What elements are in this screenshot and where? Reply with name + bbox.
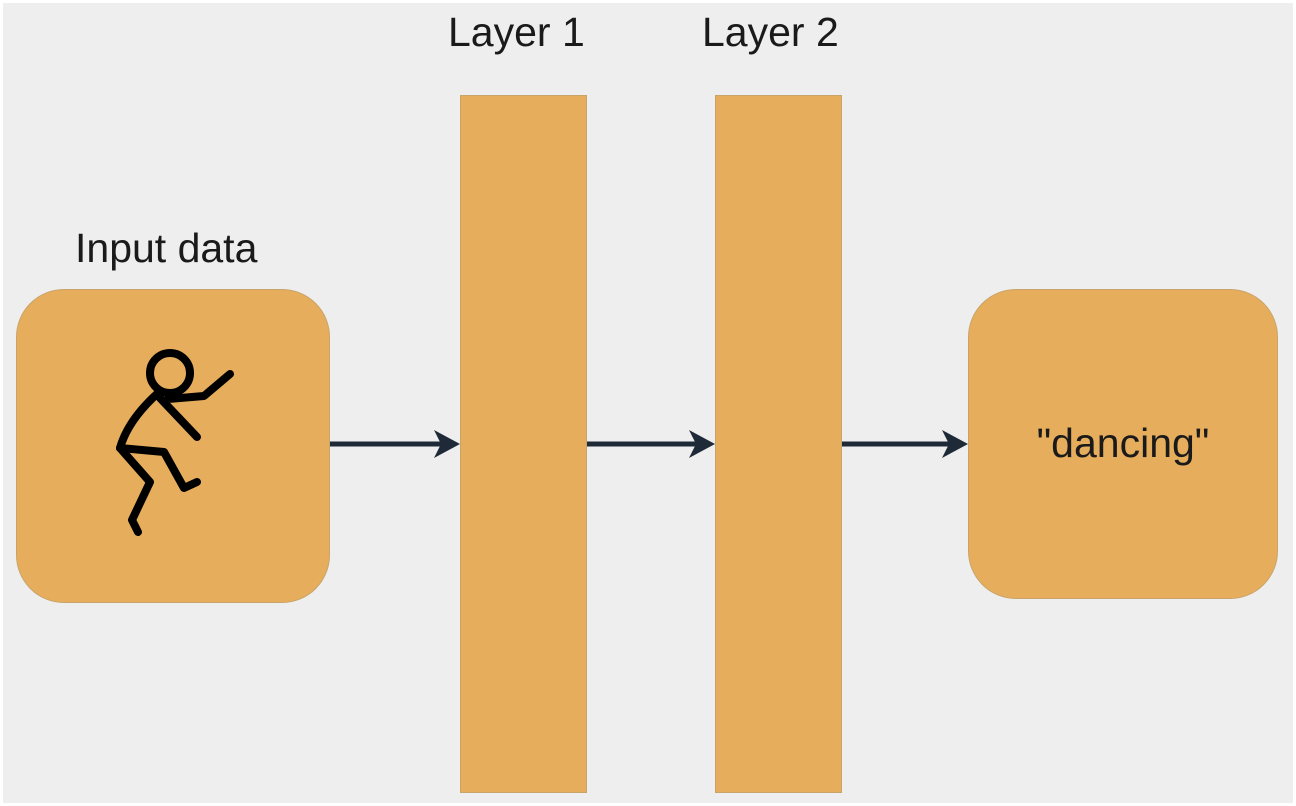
layer-2-block — [715, 95, 842, 793]
arrow-layer-2-to-output — [842, 430, 968, 458]
layer-1-label: Layer 1 — [448, 9, 585, 55]
input-data-label: Input data — [75, 225, 258, 271]
input-data-box — [16, 289, 330, 603]
arrow-layer-1-to-layer-2 — [587, 430, 715, 458]
layer-2-label: Layer 2 — [702, 9, 839, 55]
dancing-stick-figure-icon — [116, 349, 234, 536]
layer-1-block — [460, 95, 587, 793]
output-label: "dancing" — [1036, 420, 1210, 466]
output-box — [968, 289, 1278, 599]
arrow-input-to-layer-1 — [330, 430, 460, 458]
